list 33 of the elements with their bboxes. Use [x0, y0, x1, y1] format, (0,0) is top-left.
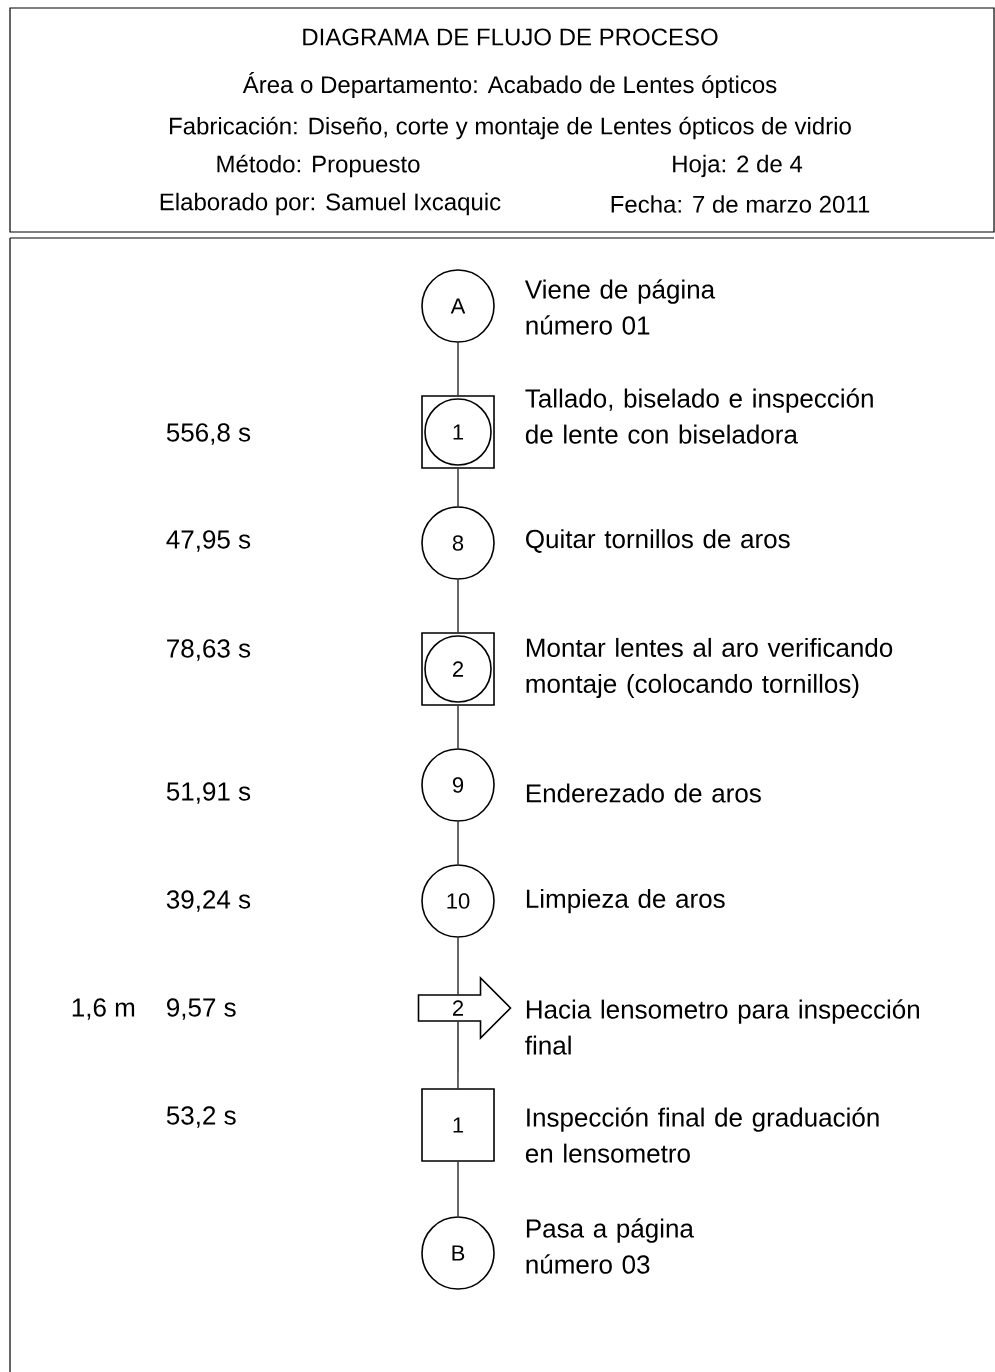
header-text: Método: Propuesto [217, 154, 420, 178]
step-description: Quitar tornillos de aros [526, 529, 790, 553]
header-text: Hoja: 2 de 4 [673, 154, 803, 178]
step-description: Viene de página número 01 [524, 279, 716, 335]
connector-line [457, 937, 459, 995]
header-text: Fabricación: Diseño, corte y montaje de Lentes ópticos de vidrio [170, 116, 851, 140]
step-description: Montar lentes al aro verificando montaje (colocando tornillos) [526, 637, 893, 699]
step-description: Limpieza de aros [526, 888, 725, 914]
time-value: 78,63 s [167, 639, 251, 661]
time-value: 9,57 s [167, 998, 236, 1020]
connector-line [457, 579, 459, 633]
inspection-square: 1 [421, 1088, 495, 1162]
header-text: Área o Departamento: Acabado de Lentes ópticos [242, 72, 777, 98]
connector-line [457, 468, 459, 507]
step-description: Tallado, biselado e inspección de lente con biseladora [525, 388, 873, 444]
title: DIAGRAMA DE FLUJO DE PROCESO [303, 28, 718, 46]
header-text: Elaborado por: Samuel Ixcaquic [160, 192, 501, 216]
distance-value: 1,6 m [72, 998, 135, 1020]
connector-line [457, 1021, 459, 1089]
connector-line [457, 821, 459, 865]
step-description: Pasa a página número 03 [526, 1218, 694, 1274]
time-value: 39,24 s [166, 890, 251, 912]
connector-line [457, 342, 459, 396]
step-description: Inspección final de graduación en lensometro [525, 1107, 879, 1163]
step-description: Hacia lensometro para inspección final [525, 999, 919, 1055]
time-value: 53,2 s [166, 1106, 236, 1128]
time-value: 47,95 s [166, 530, 251, 552]
step-description: Enderezado de aros [526, 783, 761, 803]
time-value: 51,91 s [166, 782, 251, 804]
connector-line [457, 1161, 459, 1217]
connector-line [457, 705, 459, 749]
header-text: Fecha: 7 de marzo 2011 [611, 195, 870, 213]
time-value: 556,8 s [166, 423, 251, 445]
